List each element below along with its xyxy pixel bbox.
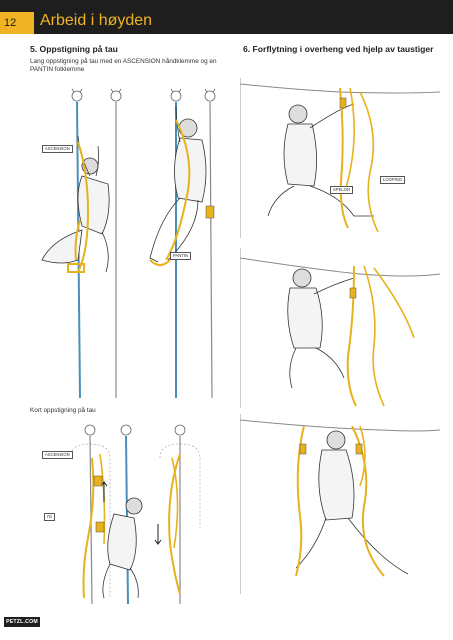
label-id: I'D	[44, 513, 55, 521]
section-5-description: Lang oppstigning på tau med en ASCENSION…	[30, 58, 217, 73]
label-spelon: SPELON	[330, 186, 353, 194]
label-looping: LOOPING	[380, 176, 406, 184]
section-6-title: 6. Forflytning i overheng ved hjelp av t…	[243, 44, 434, 54]
overhang-illustration-2	[240, 248, 440, 408]
label-pantin: PANTIN	[170, 252, 192, 260]
overhang-illustration-1	[240, 78, 440, 238]
header-bar	[0, 0, 453, 34]
label-ascension-short: ASCENSION	[42, 451, 73, 459]
petzl-logo[interactable]: PETZL.COM	[4, 617, 40, 627]
short-ascent-illustration	[30, 418, 230, 604]
overhang-illustration-3	[240, 414, 440, 594]
long-ascent-illustration	[30, 80, 230, 400]
short-ascent-caption: Kort oppstigning på tau	[30, 407, 96, 414]
section-5-title: 5. Oppstigning på tau	[30, 44, 118, 54]
anchor-icon	[84, 424, 186, 436]
arrow-down-icon	[154, 524, 162, 545]
page-title: Arbeid i høyden	[40, 12, 153, 29]
page-number: 12	[0, 12, 34, 34]
anchor-icon	[71, 88, 216, 102]
label-ascension: ASCENSION	[42, 145, 73, 153]
